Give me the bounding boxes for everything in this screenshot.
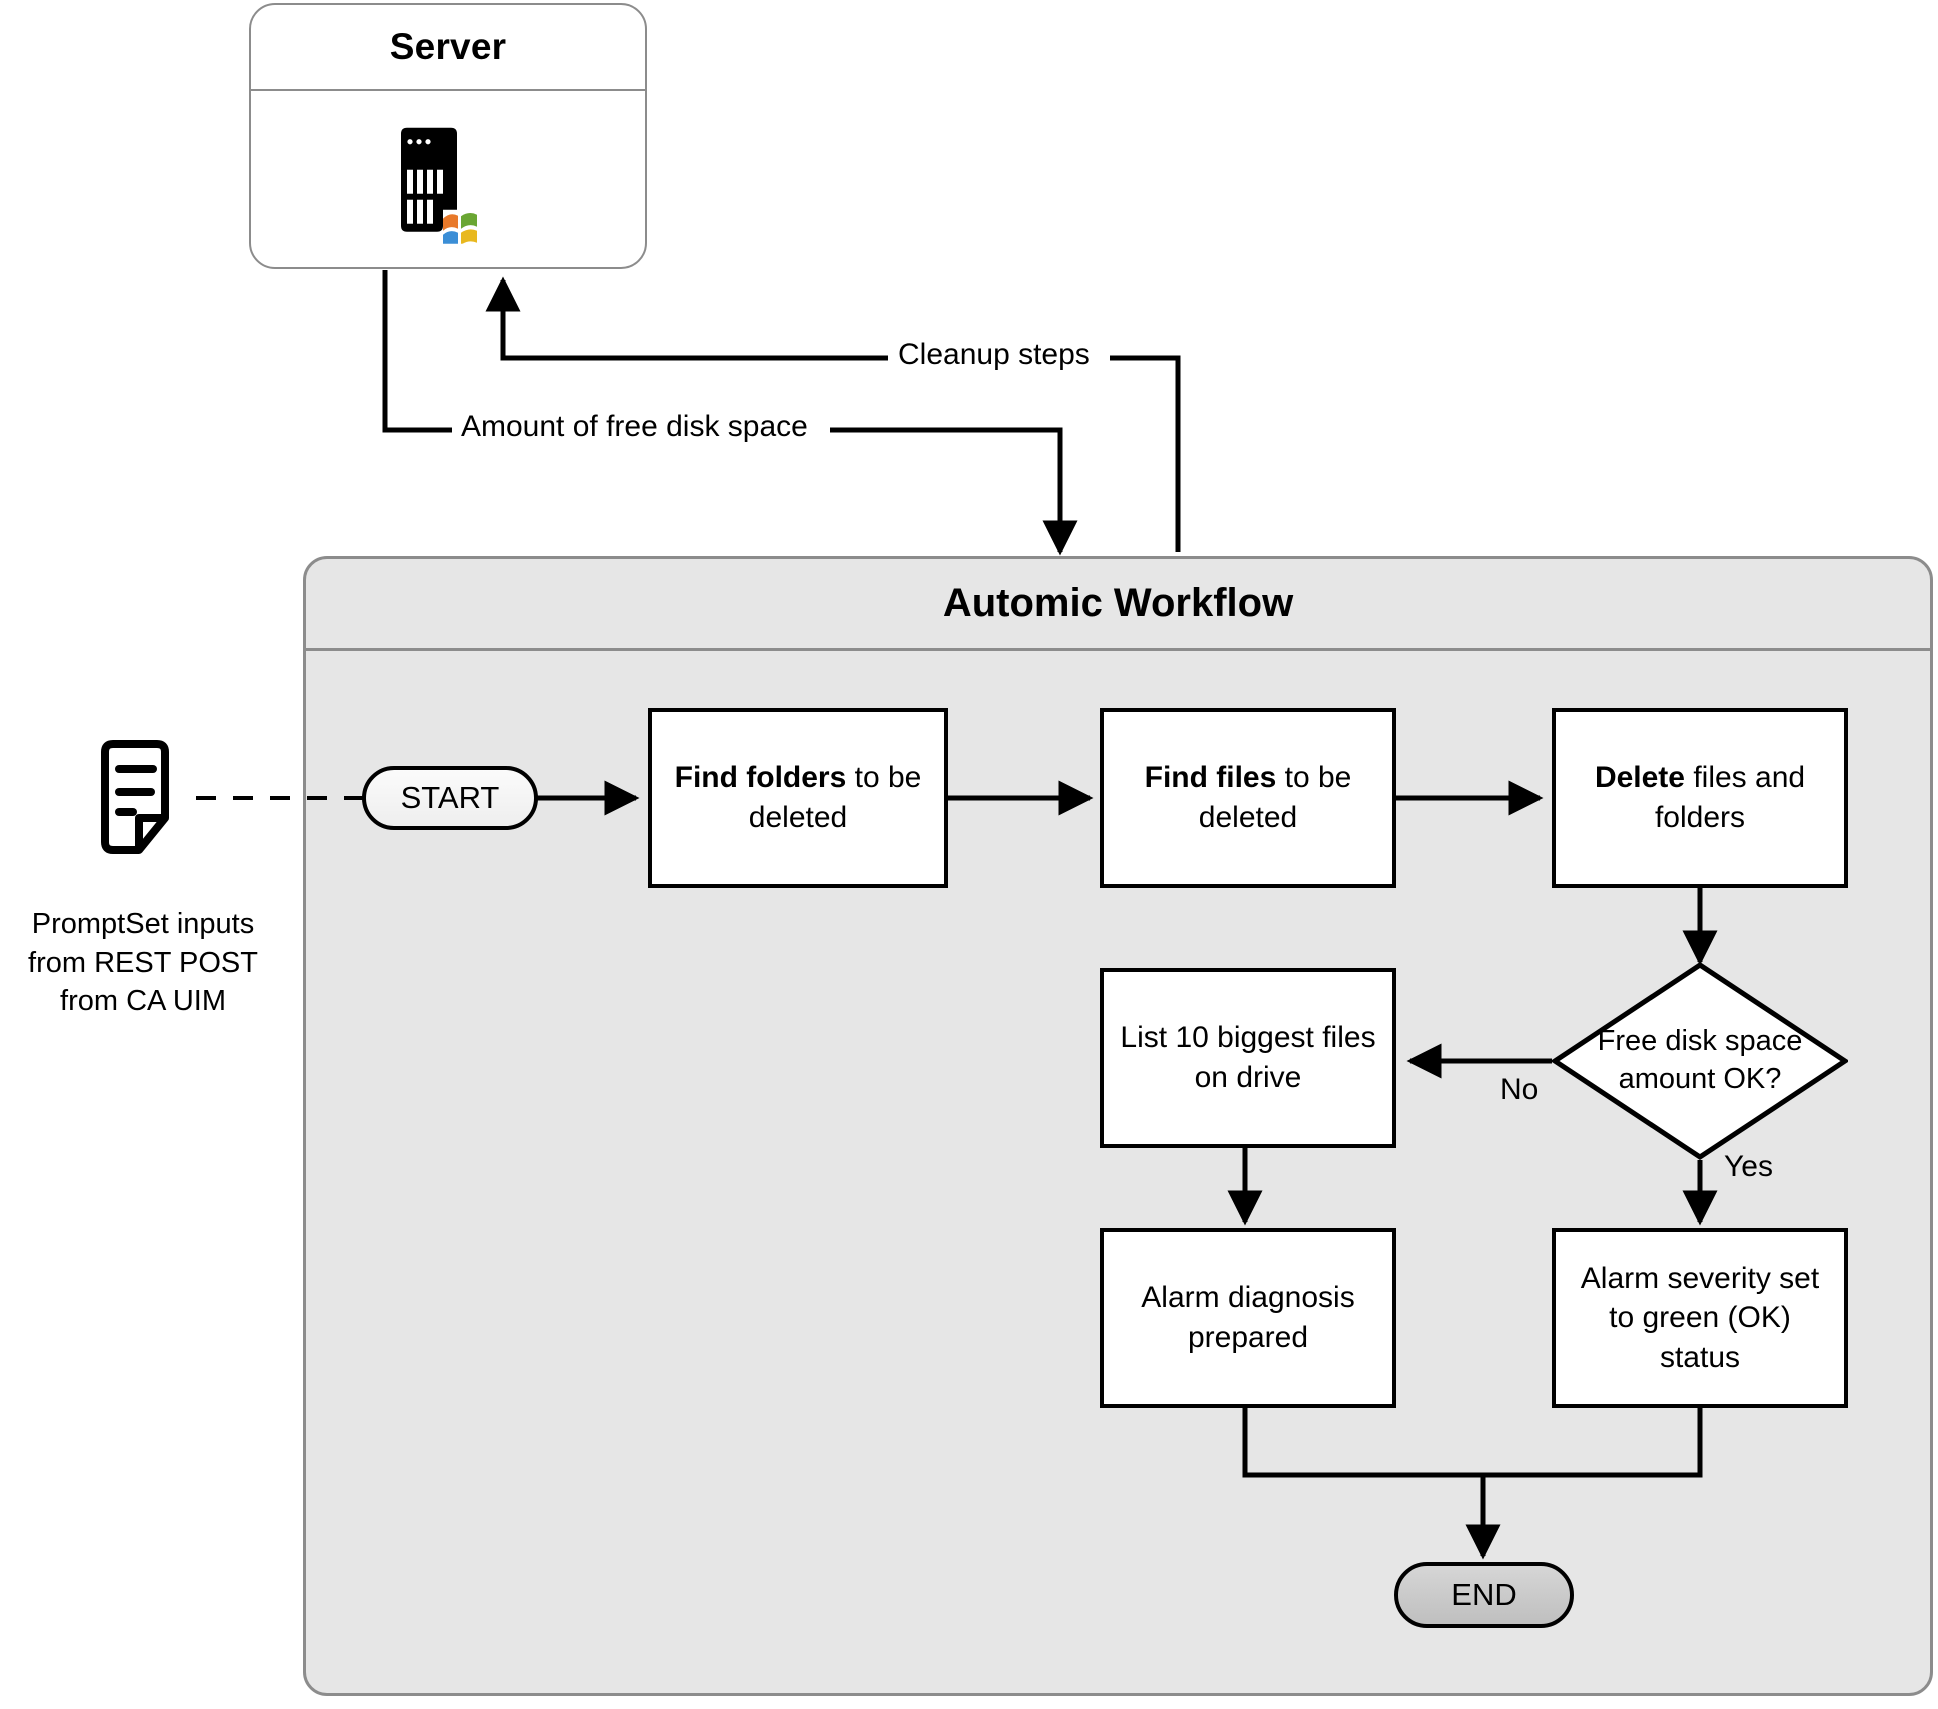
process-alarm-severity[interactable]: Alarm severity set to green (OK) status [1552, 1228, 1848, 1408]
process-alarm-diagnosis-label: Alarm diagnosis prepared [1141, 1281, 1355, 1354]
decision-free-disk-space[interactable]: Free disk space amount OK? [1550, 962, 1850, 1160]
process-delete-label: Delete files and folders [1566, 758, 1834, 837]
process-delete-files-folders[interactable]: Delete files and folders [1552, 708, 1848, 888]
end-node[interactable]: END [1394, 1562, 1574, 1628]
start-node[interactable]: START [362, 766, 538, 830]
promptset-caption-line-2: from REST POST [28, 946, 258, 979]
server-title: Server [389, 26, 507, 67]
process-delete-bold: Delete [1594, 761, 1685, 795]
server-body [251, 91, 645, 269]
process-find-folders-label: Find folders to be deleted [662, 758, 934, 837]
promptset-caption: PromptSet inputs from REST POST from CA … [18, 905, 268, 1021]
process-find-files-label: Find files to be deleted [1114, 758, 1382, 837]
server-header: Server [251, 5, 645, 91]
process-find-folders-rest: to be deleted [748, 761, 922, 834]
process-alarm-severity-label: Alarm severity set to green (OK) status [1580, 1261, 1820, 1374]
process-alarm-diagnosis[interactable]: Alarm diagnosis prepared [1100, 1228, 1396, 1408]
edge-label-yes: Yes [1718, 1150, 1779, 1184]
process-find-folders[interactable]: Find folders to be deleted [648, 708, 948, 888]
decision-label: Free disk space amount OK? [1597, 1025, 1803, 1095]
workflow-header: Automic Workflow [306, 559, 1930, 651]
promptset-caption-line-1: PromptSet inputs [31, 908, 255, 940]
end-node-label: END [1451, 1577, 1517, 1612]
edge-label-cleanup-steps: Cleanup steps [892, 338, 1096, 372]
process-find-files-rest: to be deleted [1198, 761, 1352, 834]
server-container: Server [249, 3, 647, 269]
edge-label-no: No [1494, 1073, 1545, 1107]
process-find-folders-bold: Find folders [674, 761, 847, 795]
process-delete-rest: files and folders [1654, 761, 1806, 834]
document-icon [95, 740, 191, 860]
start-node-label: START [400, 780, 500, 815]
process-list-biggest-files[interactable]: List 10 biggest files on drive [1100, 968, 1396, 1148]
edge-label-free-disk-space: Amount of free disk space [455, 410, 814, 444]
process-find-files[interactable]: Find files to be deleted [1100, 708, 1396, 888]
process-find-files-bold: Find files [1144, 761, 1277, 795]
process-list-biggest-files-label: List 10 biggest files on drive [1120, 1021, 1376, 1094]
promptset-caption-line-3: from CA UIM [60, 985, 226, 1018]
workflow-title: Automic Workflow [942, 581, 1294, 625]
server-tower-icon [393, 126, 503, 247]
